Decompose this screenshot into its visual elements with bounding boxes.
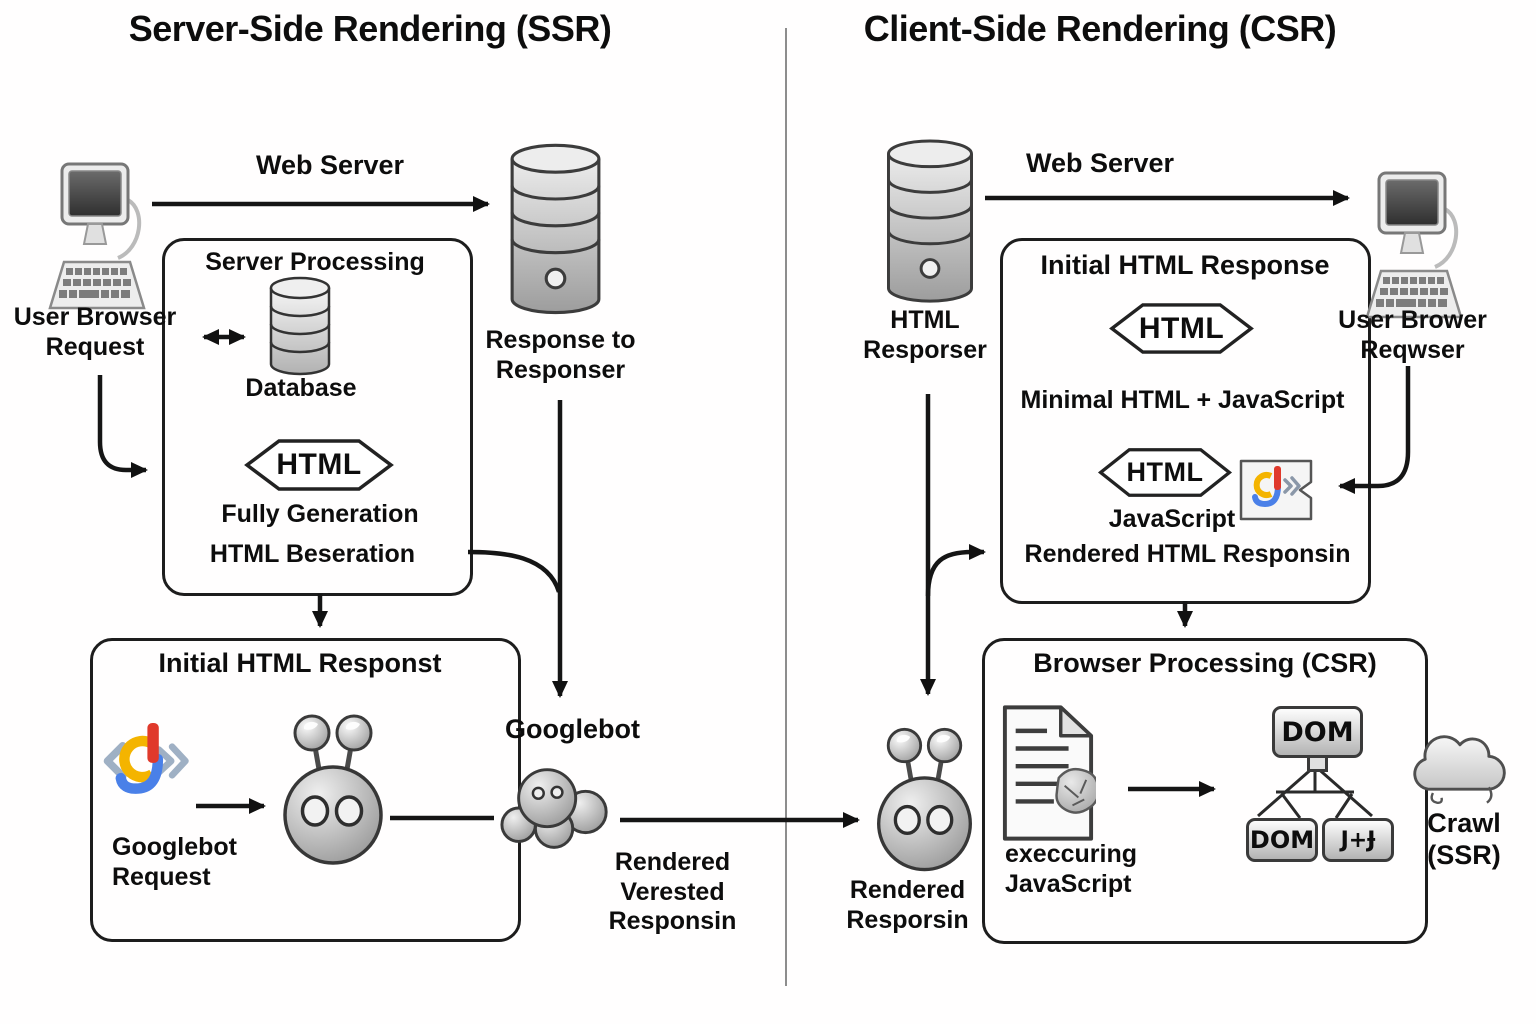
web-server-label-csr: Web Server <box>1025 148 1175 178</box>
web-server-icon-csr <box>887 139 973 303</box>
user-computer-icon-csr <box>1365 171 1463 319</box>
googlebot-head-icon-csr <box>877 727 972 872</box>
googlebot-label: Googlebot <box>505 714 640 744</box>
html-badge-ssr-text: HTML <box>276 448 362 481</box>
rendered-resporsin-label: Rendered Resporsin <box>846 876 969 934</box>
googlebot-logo-icon <box>103 723 189 794</box>
html-responser-label: HTML Resporser <box>863 306 987 364</box>
js-child-node: J+Ɉ <box>1322 818 1394 862</box>
javascript-label: JavaScript <box>1108 505 1236 533</box>
database-label: Database <box>245 374 357 402</box>
html-badge-csr-2: HTML <box>1097 445 1233 500</box>
response-to-responser-label: Response to Responser <box>485 326 636 384</box>
user-computer-icon <box>48 162 146 310</box>
dom-child-node: DOM <box>1246 818 1318 862</box>
html-badge-csr-2-text: HTML <box>1126 457 1204 487</box>
web-server-label-ssr: Web Server <box>255 150 405 180</box>
script-document-icon <box>1002 705 1096 841</box>
dom-tree-lines <box>1257 764 1373 819</box>
html-badge-csr-1: HTML <box>1108 300 1255 357</box>
server-processing-box <box>162 238 473 596</box>
server-processing-title: Server Processing <box>205 248 425 276</box>
googlebot-crawler-icon <box>500 768 608 849</box>
googlebot-request-label: Googlebot Request <box>112 833 237 891</box>
ssr-title: Server-Side Rendering (SSR) <box>128 8 612 49</box>
browser-processing-title: Browser Processing (CSR) <box>1033 648 1377 678</box>
html-beseration-label: HTML Beseration <box>209 540 416 568</box>
crawl-cloud-icon <box>1413 735 1506 804</box>
center-divider <box>785 28 787 986</box>
browser-processing-box <box>982 638 1428 944</box>
googlebot-head-icon-ssr <box>283 714 383 865</box>
crawl-ssr-label: Crawl (SSR) <box>1427 808 1501 870</box>
fully-generation-label: Fully Generation <box>221 500 419 528</box>
web-server-icon-ssr <box>510 143 601 315</box>
initial-html-response-title: Initial HTML Response <box>1040 250 1330 280</box>
user-brower-reqwser-label: User Brower Reqwser <box>1338 306 1487 364</box>
initial-html-responst-title: Initial HTML Responst <box>158 648 442 678</box>
minimal-html-js-label: Minimal HTML + JavaScript <box>1020 386 1345 414</box>
user-browser-request-label: User Browser Request <box>13 303 177 361</box>
js-google-square-icon <box>1239 459 1313 521</box>
rendered-verested-label: Rendered Verested Responsin <box>608 848 737 935</box>
executing-javascript-label: execcuring JavaScript <box>1005 840 1138 898</box>
rendered-html-responsin-label: Rendered HTML Responsin <box>1024 540 1351 568</box>
dom-root-node: DOM <box>1272 706 1363 758</box>
database-icon <box>269 276 331 376</box>
html-badge-ssr: HTML <box>243 436 395 494</box>
csr-title: Client-Side Rendering (CSR) <box>863 8 1337 49</box>
html-badge-csr-1-text: HTML <box>1138 311 1225 345</box>
